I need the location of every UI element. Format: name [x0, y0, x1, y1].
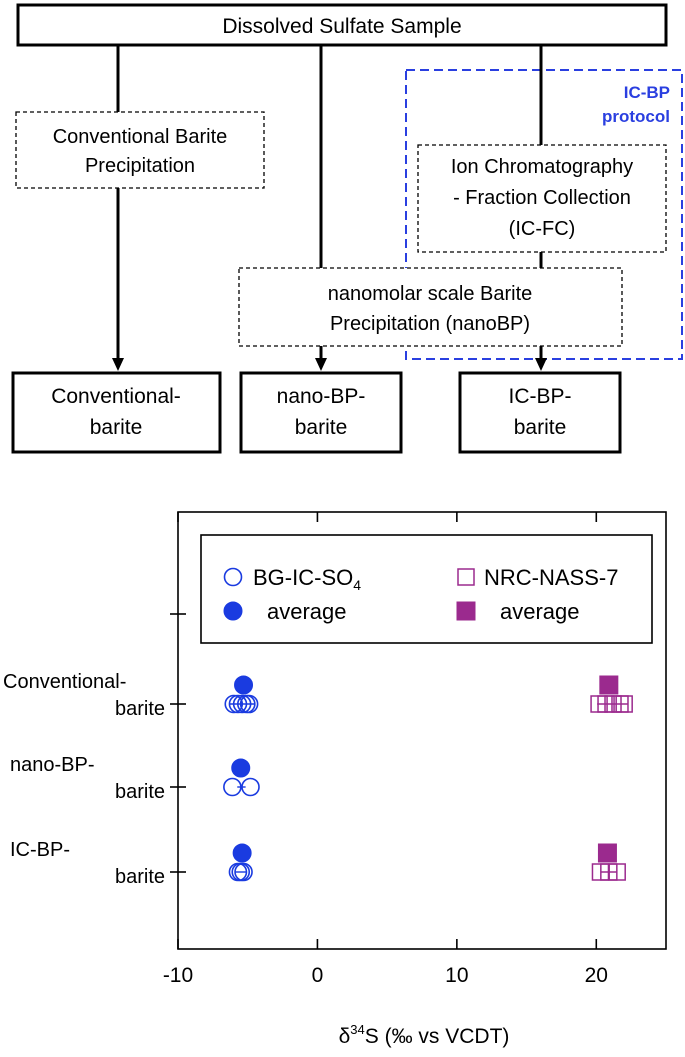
legend-marker-0 — [223, 567, 243, 587]
arrowhead-icbp — [535, 358, 547, 371]
scatter-chart: -10 0 10 20 Conventional-barite nano-BP-barit… — [3, 511, 667, 1048]
point-0-1-0 — [223, 777, 242, 797]
x-tick-label-2: 10 — [445, 964, 468, 987]
legend-label-1: NRC-NASS-7 — [484, 565, 618, 590]
output-box-icbp — [458, 371, 622, 454]
category-label-2-line1: IC-BP- — [10, 839, 70, 861]
x-tick-label-0: -10 — [163, 964, 193, 987]
plot-frame — [177, 511, 667, 950]
point-0-0-0 — [224, 694, 244, 714]
output-nanobp-line1: nano-BP- — [277, 385, 366, 408]
point-0-0-2 — [232, 694, 252, 714]
nanobp-step-box — [238, 267, 623, 347]
x-tick-label-1: 0 — [312, 964, 324, 987]
icfc-step-line3: (IC-FC) — [509, 218, 576, 240]
x-tick-label-3: 20 — [585, 964, 608, 987]
output-icbp-line2: barite — [514, 416, 567, 439]
legend-label-2: average — [267, 599, 347, 624]
legend-box — [200, 534, 653, 644]
legend-label-0: BG-IC-SO4 — [253, 565, 361, 593]
point-0-2-2 — [234, 862, 253, 882]
nanobp-step-line2: Precipitation (nanoBP) — [330, 313, 530, 335]
nanobp-step-line1: nanomolar scale Barite — [328, 283, 533, 305]
avg-point-3-1 — [597, 843, 617, 863]
flow-connectors — [116, 44, 543, 360]
output-box-conventional — [11, 371, 222, 454]
flow-arrowheads — [112, 358, 547, 371]
category-label-1-line2: barite — [115, 781, 165, 803]
source-label: Dissolved Sulfate Sample — [222, 15, 461, 38]
legend-marker-3 — [456, 601, 476, 621]
legend-marker-1 — [457, 568, 475, 586]
avg-point-1-2 — [232, 843, 252, 863]
legend-marker-2 — [223, 601, 243, 621]
icfc-step-box — [417, 144, 667, 253]
conventional-step-box — [15, 111, 265, 189]
output-box-nanobp — [239, 371, 403, 454]
arrowhead-nanobp — [315, 358, 327, 371]
output-icbp-line1: IC-BP- — [509, 385, 572, 408]
avg-point-1-0 — [234, 675, 254, 695]
point-0-0-1 — [228, 694, 248, 714]
point-2-1-2 — [608, 863, 626, 881]
flowchart: IC-BP protocol Dissolved Sulfate Sample … — [11, 3, 683, 454]
output-conventional-line2: barite — [90, 416, 143, 439]
protocol-label-line2: protocol — [602, 107, 670, 126]
category-label-2-line2: barite — [115, 866, 165, 888]
chart-marks: -10 0 10 20 Conventional-barite nano-BP-barit… — [3, 512, 633, 987]
avg-point-1-1 — [231, 758, 251, 778]
output-nanobp-line2: barite — [295, 416, 348, 439]
arrowhead-conventional — [112, 358, 124, 371]
output-conventional-line1: Conventional- — [51, 385, 181, 408]
protocol-label-line1: IC-BP — [624, 83, 670, 102]
point-2-0-4 — [615, 695, 633, 713]
conventional-step-line1: Conventional Barite — [53, 126, 228, 148]
category-label-0-line2: barite — [115, 698, 165, 720]
source-box — [16, 3, 668, 47]
avg-point-3-0 — [599, 675, 619, 695]
category-label-1-line1: nano-BP- — [10, 754, 95, 776]
category-label-0-line1: Conventional- — [3, 671, 126, 693]
point-0-1-1 — [241, 777, 260, 797]
icfc-step-line1: Ion Chromatography — [451, 156, 633, 178]
legend-label-3: average — [500, 599, 580, 624]
icfc-step-line2: - Fraction Collection — [453, 187, 631, 209]
conventional-step-line2: Precipitation — [85, 155, 195, 177]
point-0-0-4 — [239, 694, 259, 714]
x-axis-label: δ34S (‰ vs VCDT) — [339, 1022, 510, 1048]
